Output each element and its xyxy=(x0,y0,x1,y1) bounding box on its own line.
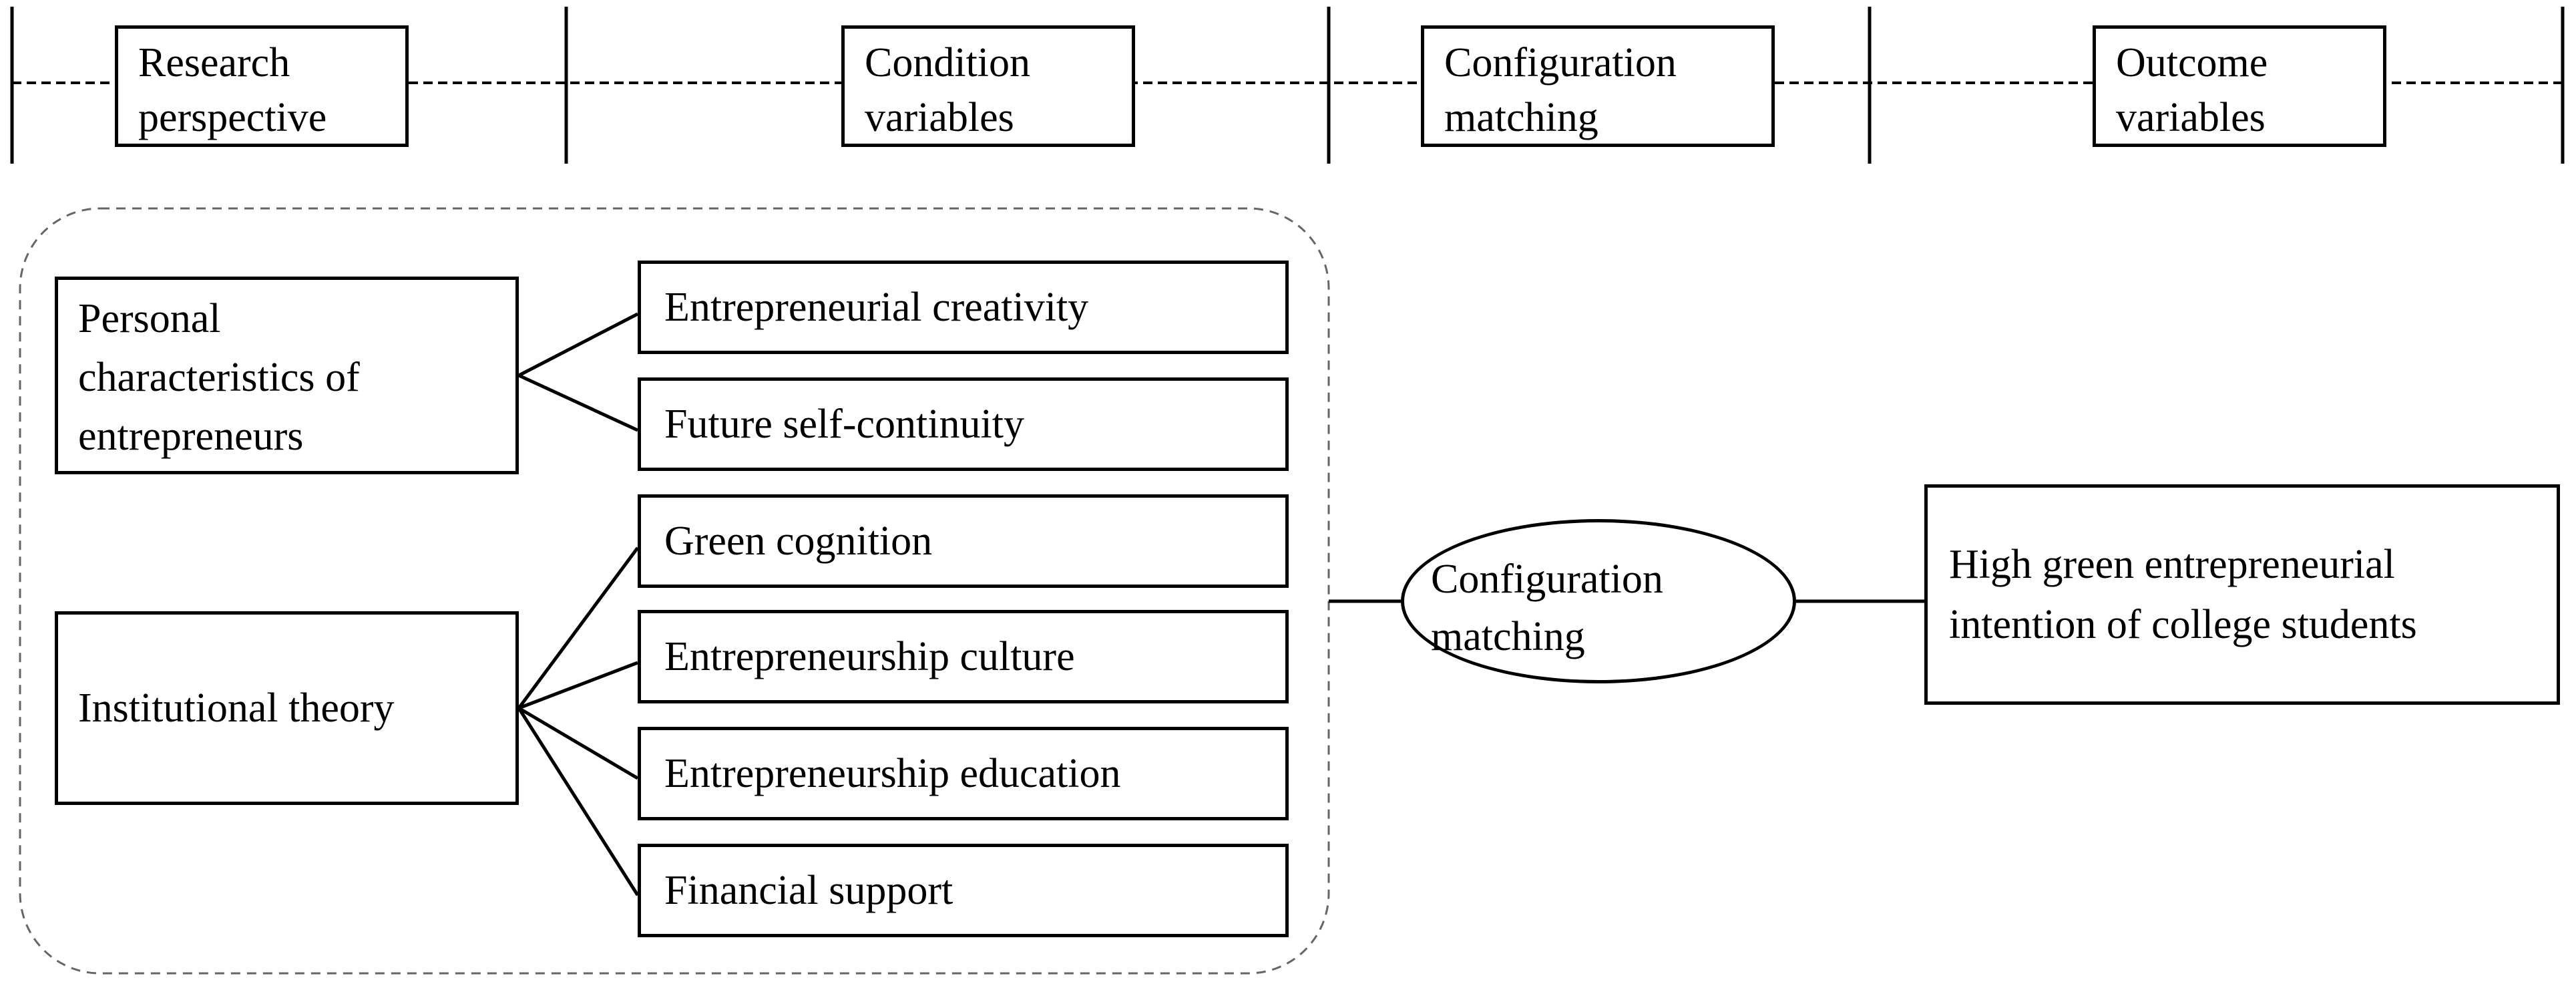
configuration-matching-line2: matching xyxy=(1431,614,1585,659)
header-outcome-variables: Outcome variables xyxy=(2093,25,2386,147)
variable-financial-support: Financial support xyxy=(638,844,1289,937)
variable-label: Entrepreneurship culture xyxy=(664,634,1075,679)
variable-entrepreneurship-education: Entrepreneurship education xyxy=(638,727,1289,820)
variable-entrepreneurial-creativity: Entrepreneurial creativity xyxy=(638,261,1289,354)
category-institutional-label: Institutional theory xyxy=(78,685,395,731)
connector-institutional-financial xyxy=(517,707,640,896)
header-research-perspective-line2: perspective xyxy=(138,95,327,140)
configuration-matching-node: Configuration matching xyxy=(1401,519,1796,683)
configuration-matching-line1: Configuration xyxy=(1431,556,1663,602)
header-condition-variables-line1: Condition xyxy=(865,40,1031,86)
variable-label: Entrepreneurship education xyxy=(664,751,1121,796)
header-research-perspective-line1: Research xyxy=(138,40,290,86)
header-configuration-matching: Configuration matching xyxy=(1421,25,1775,147)
header-condition-variables: Condition variables xyxy=(841,25,1135,147)
category-personal-line1: Personal xyxy=(78,296,221,341)
header-condition-variables-line2: variables xyxy=(865,95,1014,140)
condition-group-container xyxy=(19,207,1330,975)
category-personal-line2: characteristics of xyxy=(78,355,360,400)
connector-personal-creativity xyxy=(517,312,639,377)
header-outcome-variables-line2: variables xyxy=(2116,95,2266,140)
header-research-perspective: Research perspective xyxy=(115,25,409,147)
connector-personal-continuity xyxy=(517,373,639,432)
category-personal-line3: entrepreneurs xyxy=(78,414,304,459)
connector-institutional-cognition xyxy=(517,546,640,709)
header-configuration-matching-line1: Configuration xyxy=(1444,40,1677,86)
outcome-line1: High green entrepreneurial xyxy=(1949,542,2395,587)
variable-label: Future self-continuity xyxy=(664,401,1024,447)
outcome-high-green-intention: High green entrepreneurial intention of … xyxy=(1924,484,2560,705)
variable-future-self-continuity: Future self-continuity xyxy=(638,377,1289,471)
category-personal-characteristics: Personal characteristics of entrepreneur… xyxy=(55,277,519,474)
variable-label: Financial support xyxy=(664,868,953,913)
connector-institutional-culture xyxy=(518,661,638,710)
header-outcome-variables-line1: Outcome xyxy=(2116,40,2268,86)
category-institutional-theory: Institutional theory xyxy=(55,611,519,805)
variable-label: Green cognition xyxy=(664,518,933,564)
header-configuration-matching-line2: matching xyxy=(1444,95,1598,140)
outcome-line2: intention of college students xyxy=(1949,602,2417,647)
variable-green-cognition: Green cognition xyxy=(638,494,1289,588)
variable-entrepreneurship-culture: Entrepreneurship culture xyxy=(638,610,1289,703)
variable-label: Entrepreneurial creativity xyxy=(664,285,1089,330)
connector-institutional-education xyxy=(517,706,639,780)
